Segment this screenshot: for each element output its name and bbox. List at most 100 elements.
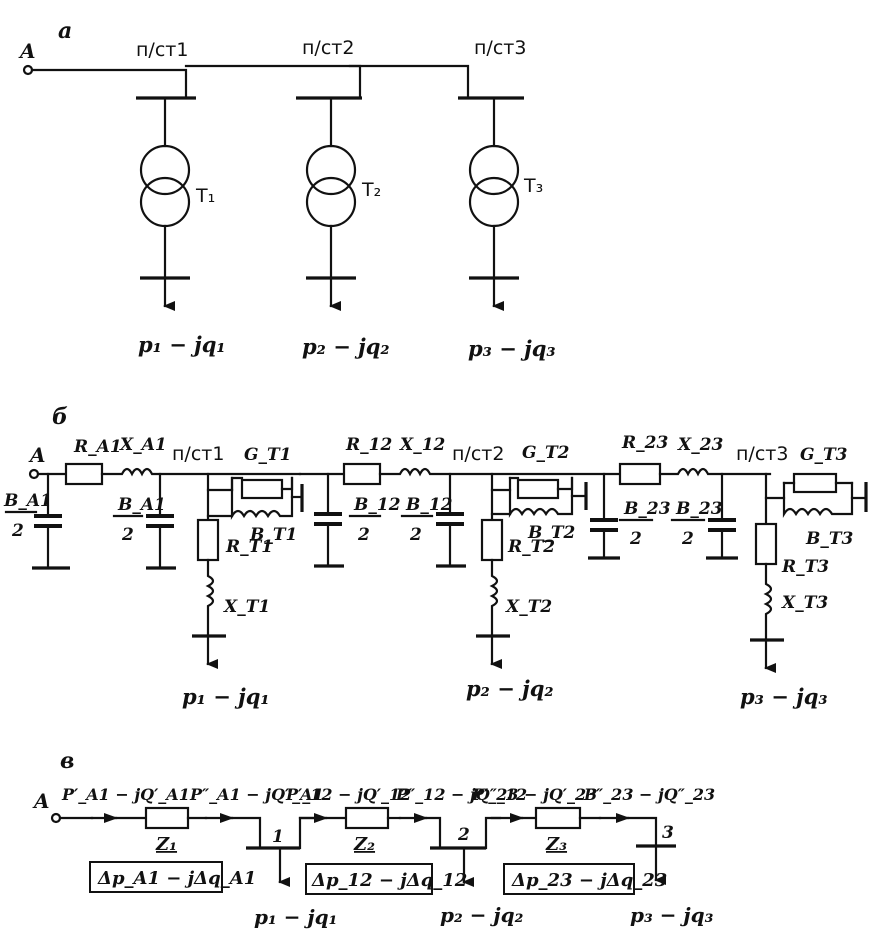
label-RT2: R_T2 <box>507 537 555 557</box>
label-R23: R_23 <box>621 433 668 453</box>
flow-label-12-out: P″_12 − jQ″_12 <box>395 785 527 804</box>
resistor-R23 <box>618 462 662 486</box>
label-X23: X_23 <box>677 435 724 455</box>
label-XT1: X_T1 <box>223 597 270 617</box>
part-c-calculation-scheme: в A P′_A1 − jQ′_A1 P″_A1 − jQ″_A1 P′_12 … <box>32 748 715 929</box>
impedance-Z1 <box>144 806 190 830</box>
label-XT3: X_T3 <box>781 593 828 613</box>
part-b-equivalent-circuit: б A R_A1 X_A1 п/ст1 R_12 X_12 п/ст2 R_23… <box>3 404 868 709</box>
loss-label-12: Δp_12 − jΔq_12 <box>311 870 467 891</box>
node-1-label: 1 <box>272 827 284 847</box>
susceptance-BT1 <box>230 476 294 520</box>
label-X12: X_12 <box>399 435 446 455</box>
label-Z1: Z₁ <box>155 834 177 855</box>
wire-to-node-3 <box>626 816 658 848</box>
frac-BA1-right-den: 2 <box>121 525 134 545</box>
frac-BA1-left-den: 2 <box>11 521 24 541</box>
flow-label-12-in: P′_12 − jQ′_12 <box>285 785 411 804</box>
label-Z2: Z₂ <box>353 834 375 855</box>
transformer-2-winding-upper <box>305 144 357 196</box>
resistor-RT2 <box>480 518 504 562</box>
label-GT3: G_T3 <box>800 445 848 465</box>
feeder-line-a <box>30 68 188 98</box>
substation-1-label-b: п/ст1 <box>172 443 224 465</box>
frac-B23-right-num: B_23 <box>675 499 723 519</box>
substation-2-label-b: п/ст2 <box>452 443 504 465</box>
inductor-X23-and-bus3 <box>658 467 772 477</box>
wire-to-node-1 <box>230 816 262 850</box>
label-R12: R_12 <box>345 435 392 455</box>
load-3-label-a: p₃ − jq₃ <box>468 336 556 361</box>
inductor-XT2 <box>489 558 499 638</box>
label-Z3: Z₃ <box>545 834 567 855</box>
resistor-RT3 <box>754 522 778 566</box>
tx1-parallel-leads <box>206 488 234 518</box>
loss-label-A1: Δp_A1 − jΔq_A1 <box>97 868 256 889</box>
load-2-label-a: p₂ − jq₂ <box>302 334 390 359</box>
conductance-GT1 <box>240 478 284 500</box>
transformer-3-winding-upper <box>468 144 520 196</box>
label-BT3: B_T3 <box>805 529 854 549</box>
susceptance-BT3 <box>782 481 854 518</box>
label-RT1: R_T1 <box>225 537 273 557</box>
transformer-1-winding-lower <box>139 176 191 228</box>
transformer-3-winding-lower <box>468 176 520 228</box>
substation-3-label-a: п/ст3 <box>474 37 526 59</box>
flow-label-A1-out: P″_A1 − jQ″_A1 <box>189 785 324 804</box>
frac-BA1-right-num: B_A1 <box>117 495 166 515</box>
wire-from-node-1 <box>298 816 320 850</box>
source-label-a: A <box>18 39 36 63</box>
loss-box-A1 <box>89 861 223 893</box>
load-1-label-b: p₁ − jq₁ <box>182 684 270 709</box>
source-terminal-c <box>50 812 62 824</box>
flow-label-A1-in: P′_A1 − jQ′_A1 <box>61 785 190 804</box>
source-terminal-a <box>22 64 34 76</box>
susceptance-BT2 <box>508 476 574 518</box>
tx2-parallel-leads <box>490 488 512 516</box>
inductor-XA1-and-bus1 <box>100 467 302 477</box>
label-GT2: G_T2 <box>522 443 570 463</box>
loss-box-23 <box>503 863 635 895</box>
label-BT1: B_T1 <box>249 525 297 545</box>
node-3-label: 3 <box>662 823 674 843</box>
substation-2-label-a: п/ст2 <box>302 37 354 59</box>
frac-B12-right-num: B_12 <box>405 495 453 515</box>
load-1-label-a: p₁ − jq₁ <box>138 332 226 357</box>
frac-BA1-left-num: B_A1 <box>3 491 52 511</box>
transformer-1-label: T₁ <box>195 185 215 207</box>
node-2-label: 2 <box>457 825 470 845</box>
flow-label-23-out: P″_23 − jQ″_23 <box>583 785 715 804</box>
frac-B12-left-num: B_12 <box>353 495 401 515</box>
frac-B12-left-den: 2 <box>357 525 370 545</box>
part-c-label: в <box>60 748 74 774</box>
link-1-2-a <box>184 64 362 98</box>
label-XT2: X_T2 <box>505 597 552 617</box>
transformer-2-winding-lower <box>305 176 357 228</box>
impedance-Z3 <box>534 806 582 830</box>
link-2-3-a <box>348 64 470 98</box>
resistor-R12 <box>342 462 382 486</box>
transformer-3-label: T₃ <box>523 175 543 197</box>
impedance-Z2 <box>344 806 390 830</box>
load-2-label-c: p₂ − jq₂ <box>440 903 524 927</box>
load-3-label-c: p₃ − jq₃ <box>630 903 714 927</box>
loss-label-23: Δp_23 − jΔq_23 <box>511 870 667 891</box>
part-a-schematic: а A п/ст1 п/ст2 п/ст3 T₁ p₁ − jq₁ T₂ p₂ … <box>18 18 556 361</box>
load-3-label-b: p₃ − jq₃ <box>740 684 828 709</box>
conductance-GT2 <box>516 478 560 500</box>
label-BT2: B_T2 <box>527 523 576 543</box>
label-RT3: R_T3 <box>781 557 829 577</box>
frac-B23-left-num: B_23 <box>623 499 671 519</box>
resistor-RA1 <box>64 462 104 486</box>
wire-from-node-2 <box>484 816 502 850</box>
transformer-2-label: T₂ <box>361 179 381 201</box>
source-label-c: A <box>32 789 50 813</box>
wire-to-node-2 <box>424 816 442 850</box>
substation-1-label-a: п/ст1 <box>136 39 188 61</box>
part-b-label: б <box>52 404 68 430</box>
source-label-b: A <box>28 443 46 467</box>
inductor-XT3 <box>763 562 773 642</box>
frac-B23-left-den: 2 <box>629 529 642 549</box>
conductance-GT3 <box>792 472 838 494</box>
